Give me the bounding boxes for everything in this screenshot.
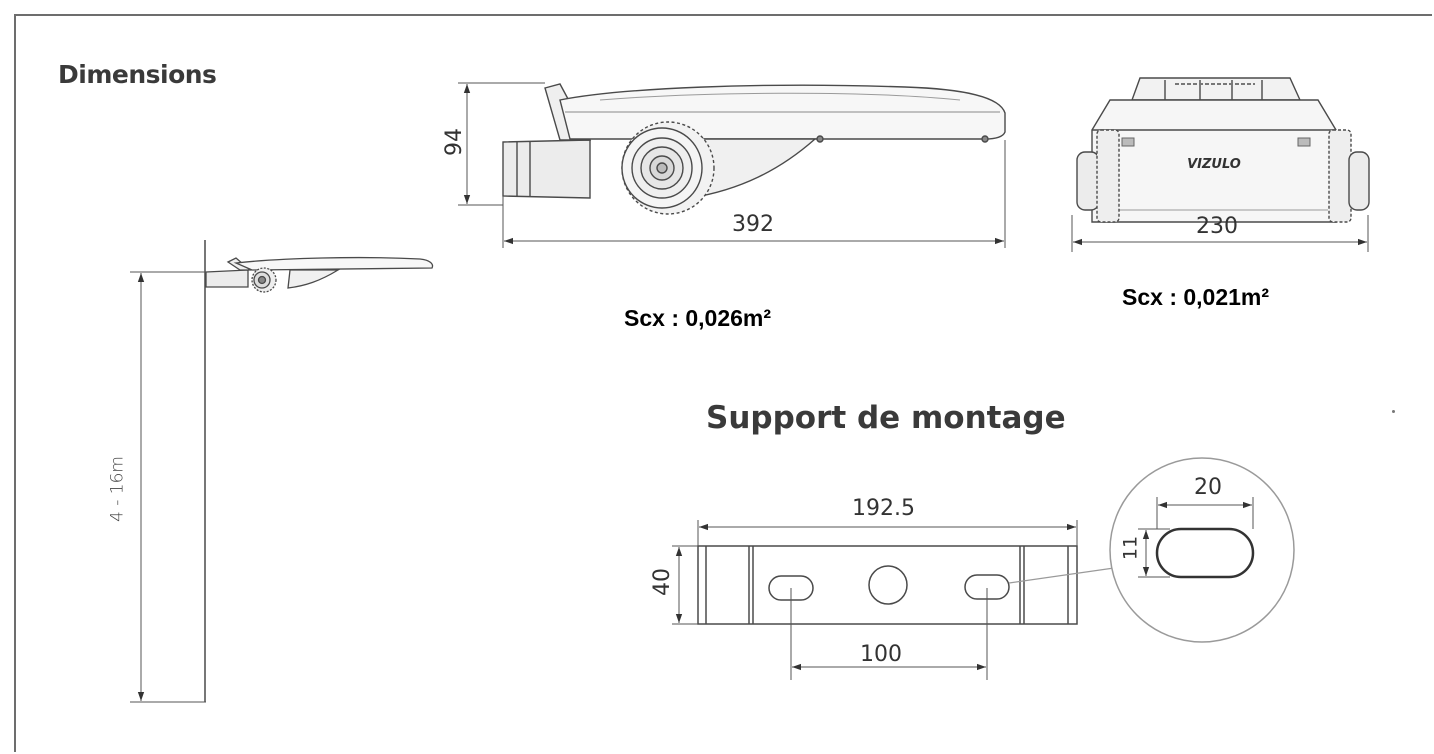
slot-width-label: 20 <box>1194 475 1222 500</box>
scx-front-label: Scx : 0,021m² <box>1122 284 1270 310</box>
side-length-label: 392 <box>732 212 774 237</box>
bracket-center-hole <box>868 565 908 605</box>
side-height-label: 94 <box>442 128 467 156</box>
mounting-bracket <box>697 545 1078 625</box>
front-width-label: 230 <box>1196 214 1238 239</box>
slot-height-label: 11 <box>1119 535 1142 561</box>
luminaire-front-view: VIZULO <box>1076 77 1370 223</box>
hole-spacing-label: 100 <box>860 642 902 667</box>
diagram-frame <box>14 14 1432 752</box>
side-view-dimensions <box>458 82 1006 248</box>
bracket-dimensions <box>672 520 1078 680</box>
mounting-bracket-heading: Support de montage <box>706 400 1066 436</box>
brand-marking: VIZULO <box>1187 157 1241 172</box>
scx-side-label: Scx : 0,026m² <box>624 305 772 331</box>
dimensions-heading: Dimensions <box>58 60 217 89</box>
front-view-dimensions <box>1071 215 1369 252</box>
bracket-length-label: 192.5 <box>852 496 915 521</box>
mounting-height-dimension <box>130 271 206 703</box>
bracket-height-label: 40 <box>650 568 675 596</box>
stray-dot <box>1392 410 1395 413</box>
mounting-height-label: 4 - 16m <box>107 456 128 522</box>
slot-detail <box>1008 457 1295 643</box>
luminaire-side-view <box>502 83 1006 215</box>
pole-drawing <box>204 240 434 702</box>
